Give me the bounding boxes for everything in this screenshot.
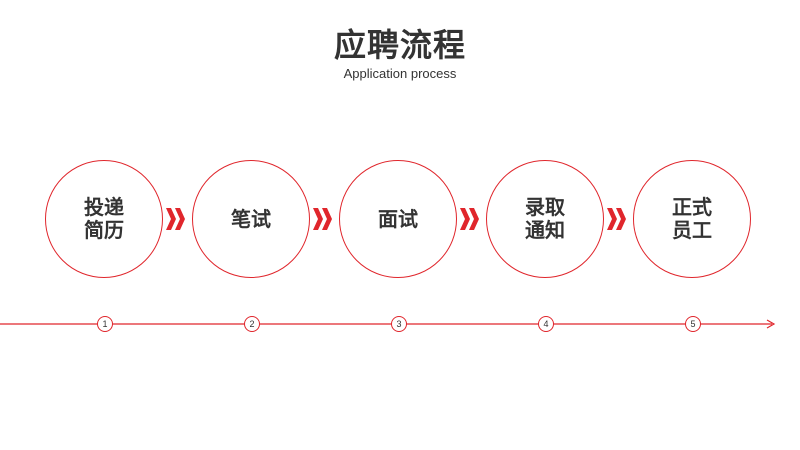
step-circle-2: 笔试 <box>192 160 310 278</box>
timeline-node-5: 5 <box>685 316 701 332</box>
timeline-node-1: 1 <box>97 316 113 332</box>
double-chevron-right-icon <box>313 208 332 230</box>
page-title: 应聘流程 <box>333 26 466 64</box>
step-circle-1: 投递简历 <box>45 160 163 278</box>
double-chevron-right-icon <box>460 208 479 230</box>
step-label-1: 投递简历 <box>84 195 124 242</box>
step-circle-4: 录取通知 <box>486 160 604 278</box>
timeline-node-number: 5 <box>690 318 696 329</box>
timeline-line <box>0 319 776 329</box>
timeline-node-4: 4 <box>538 316 554 332</box>
page-subtitle: Application process <box>343 66 457 81</box>
step-circle-3: 面试 <box>339 160 457 278</box>
timeline-node-2: 2 <box>244 316 260 332</box>
timeline-node-number: 3 <box>396 318 402 329</box>
timeline-node-number: 1 <box>102 318 108 329</box>
step-label-2: 笔试 <box>231 206 271 231</box>
timeline-node-3: 3 <box>391 316 407 332</box>
double-chevron-right-icon <box>166 208 185 230</box>
timeline-node-number: 4 <box>543 318 549 329</box>
arrow-right-icon <box>766 319 776 329</box>
step-label-5: 正式员工 <box>672 195 712 242</box>
step-label-4: 录取通知 <box>525 195 565 242</box>
timeline-node-number: 2 <box>249 318 255 329</box>
step-circle-5: 正式员工 <box>633 160 751 278</box>
double-chevron-right-icon <box>607 208 626 230</box>
step-label-3: 面试 <box>378 206 418 231</box>
